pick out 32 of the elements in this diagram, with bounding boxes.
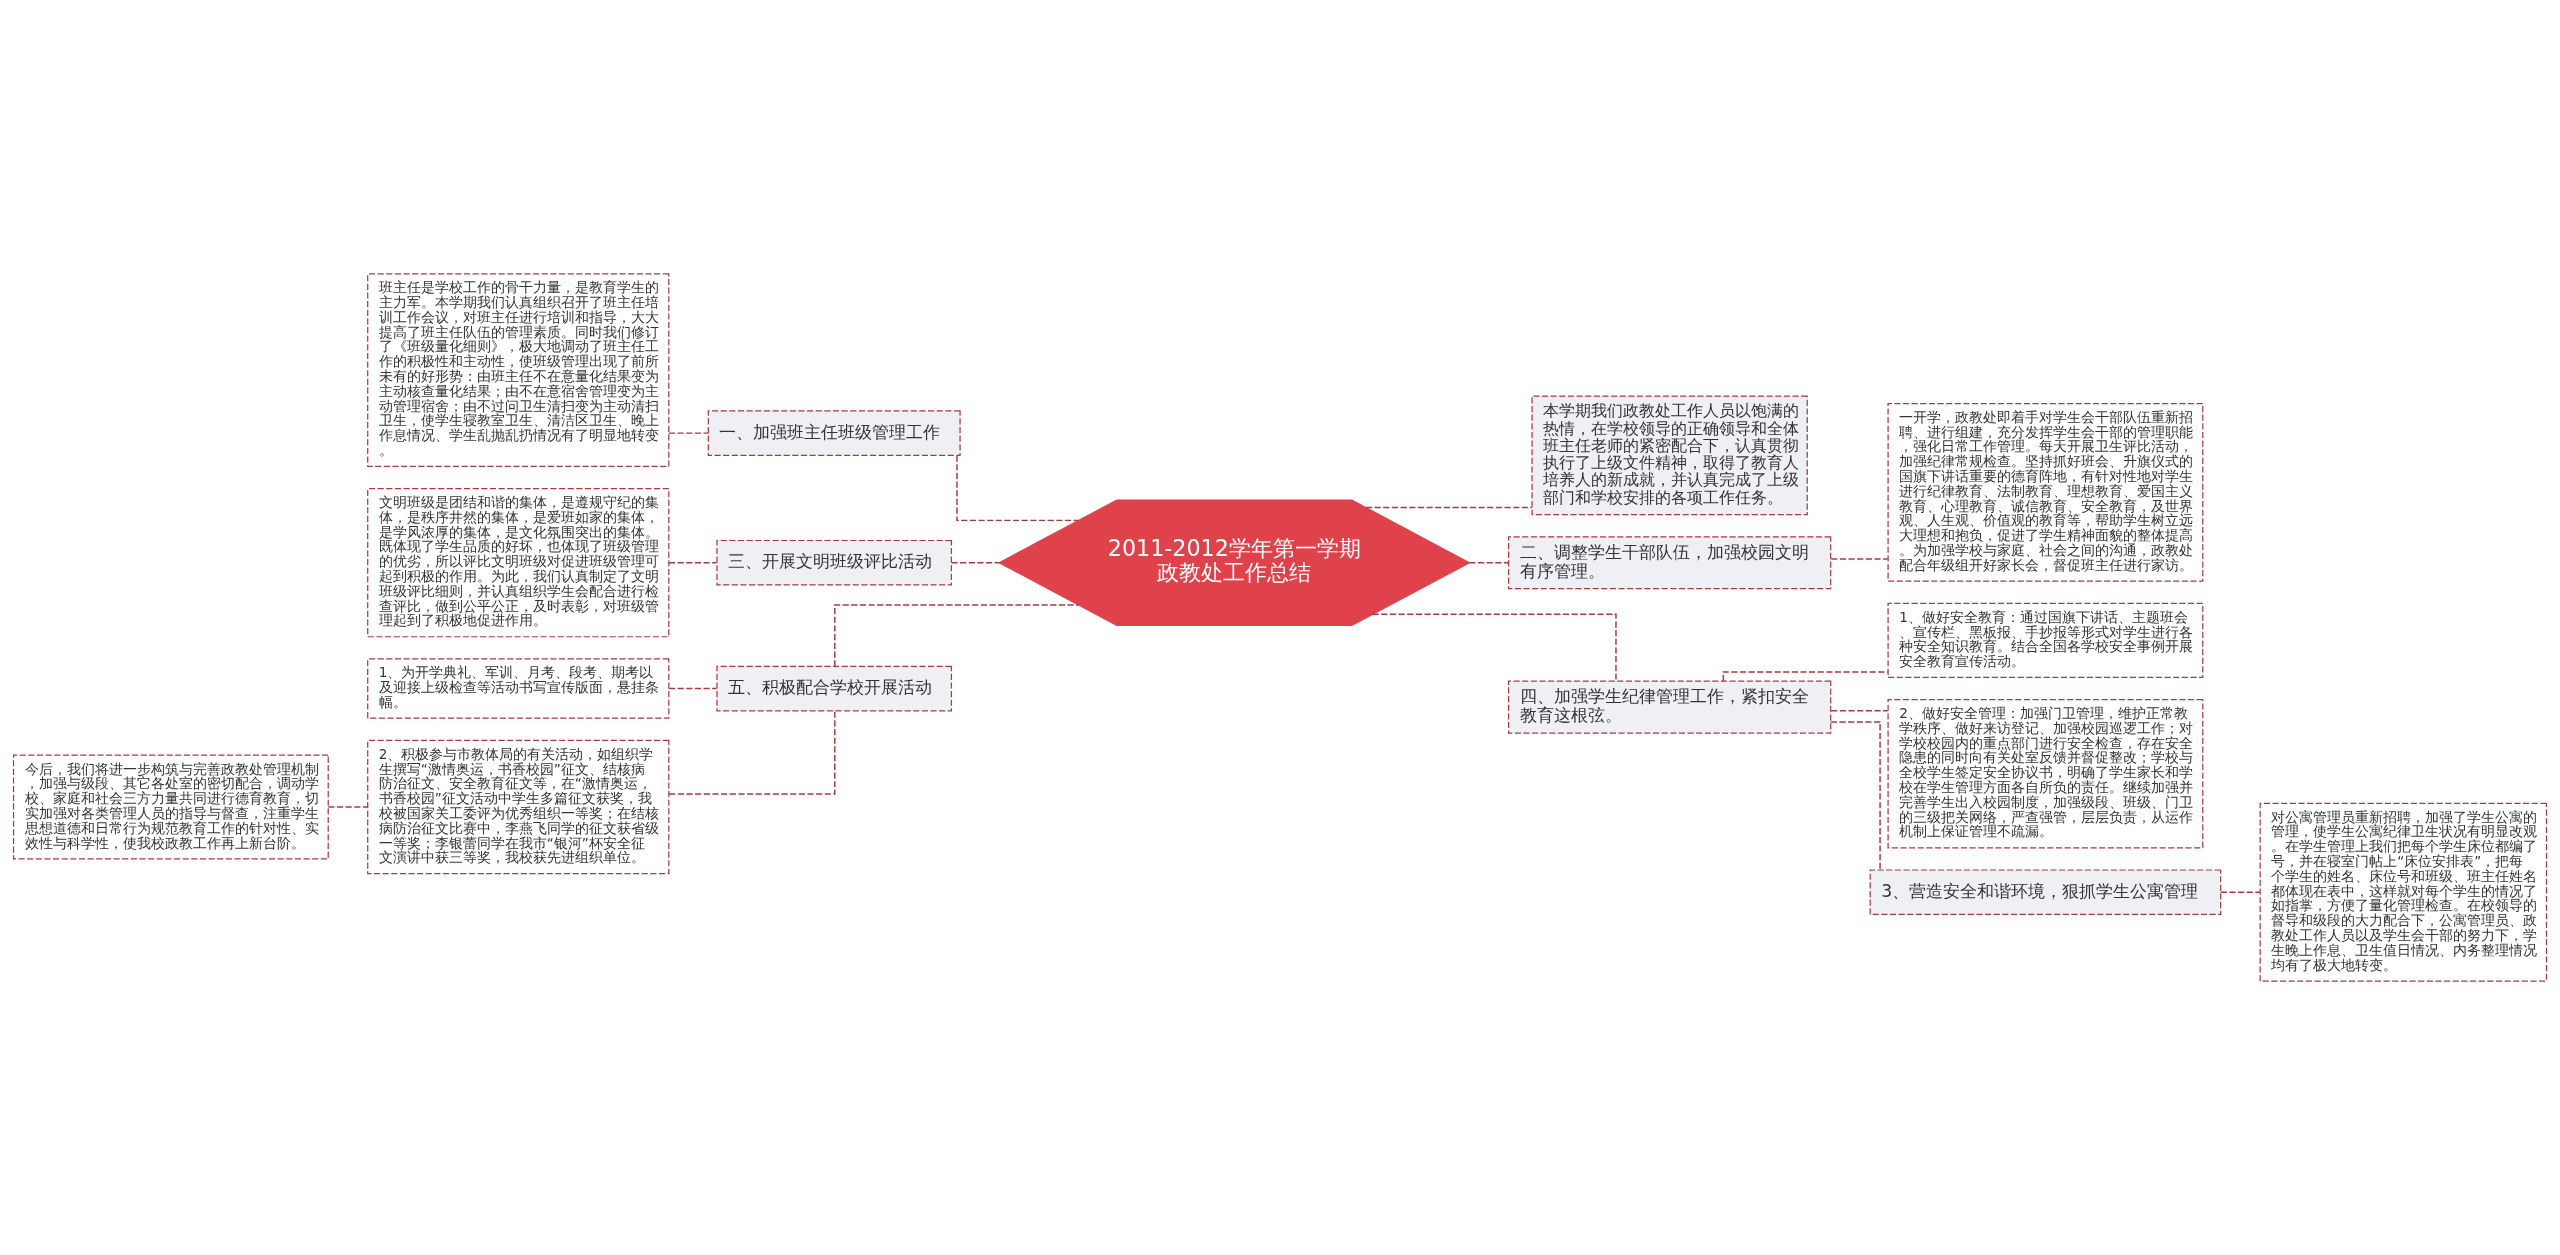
connector	[1468, 561, 1510, 564]
node-box: 1、做好安全教育：通过国旗下讲话、主题班会、宣传栏、黑板报、手抄报等形式对学生进行各种安全知识教育。结合全国各学校安全事例开展安全教育宣传活动。	[1887, 602, 2204, 679]
node-box: 对公寓管理员重新招聘，加强了学生公寓的管理，使学生公寓纪律卫生状况有明显改观。在学生管理上我们把每个学生床位都编了号，并在寝室门帖上“床位安排表”，把每个学生的姓名、床位号和班级、班主任姓名都体现在表中，这样就对每个学生的情况了如指掌，方便了量化管理检查。在校领导的督导和级段的大力配合下，公寓管理员、政教处工作人员以及学生会干部的努力下，学生晚上作息、卫生值日情况、内务整理情况均有了极大地转变。	[2259, 802, 2548, 982]
connector	[1371, 613, 1617, 682]
connector	[950, 561, 1001, 564]
connector	[1830, 558, 1889, 560]
connector	[668, 561, 718, 564]
node-box: 今后，我们将进一步构筑与完善政教处管理机制，加强与级段、其它各处室的密切配合，调动学校、家庭和社会三方力量共同进行德育教育，切实加强对各类管理人员的指导与督查，注重学生思想道德和日常行为规范教育工作的针对性、实效性与科学性，使我校政教工作再上新台阶。	[12, 754, 329, 860]
node-box: 一开学，政教处即着手对学生会干部队伍重新招聘、进行组建，充分发挥学生会干部的管理职能，强化日常工作管理。每天开展卫生评比活动，加强纪律常规检查。坚持抓好班会、升旗仪式的国旗下讲话重要的德育阵地，有针对性地对学生进行纪律教育、法制教育、理想教育、爱国主义教育、心理教育、诚信教育、安全教育，及世界观、人生观、价值观的教育等，帮助学生树立远大理想和抱负，促进了学生精神面貌的整体提高。为加强学校与家庭、社会之间的沟通，政教处配合年级组开好家长会，督促班主任进行家访。	[1887, 402, 2204, 582]
node-box: 二、调整学生干部队伍，加强校园文明有序管理。	[1508, 536, 1832, 590]
connector	[1365, 506, 1533, 509]
node-box: 文明班级是团结和谐的集体，是遵规守纪的集体，是秩序井然的集体，是爱班如家的集体，是学风浓厚的集体，是文化氛围突出的集体。既体现了学生品质的好坏，也体现了班级管理的优劣，所以评比文明班级对促进班级管理可起到积极的作用。为此，我们认真制定了文明班级评比细则，并认真组织学生会配合进行检查评比，做到公平公正，及时表彰，对班级管理起到了积极地促进作用。	[367, 488, 670, 638]
node-box: 2、积极参与市教体局的有关活动，如组织学生撰写“激情奥运，书香校园”征文、结核病防治征文、安全教育征文等，在“激情奥运，书香校园”征文活动中学生多篇征文获奖，我校被国家关工委评为优秀组织一等奖；在结核病防治征文比赛中，李燕飞同学的征文获省级一等奖；李银蕾同学在我市“银河”杯安全征文演讲中获三等奖，我校获先进组织单位。	[367, 739, 670, 875]
connector	[834, 604, 1080, 667]
connector	[668, 432, 709, 434]
node-box: 1、为开学典礼、军训、月考、段考、期考以及迎接上级检查等活动书写宣传版面，悬挂条幅。	[367, 658, 670, 719]
node-box: 本学期我们政教处工作人员以饱满的热情，在学校领导的正确领导和全体班主任老师的紧密配合下，认真贯彻执行了上级文件精神，取得了教育人培养人的新成就，并认真完成了上级部门和学校安排的各项工作任务。	[1531, 395, 1808, 516]
connector	[668, 710, 836, 795]
node-box: 三、开展文明班级评比活动	[716, 539, 953, 586]
node-box: 2、做好安全管理：加强门卫管理，维护正常教学秩序、做好来访登记、加强校园巡逻工作；对学校校园内的重点部门进行安全检查，存在安全隐患的同时向有关处室反馈并督促整改；学校与全校学生签定安全协议书，明确了学生家长和学校在学生管理方面各自所负的责任。继续加强并完善学生出入校园制度，加强级段、班级、门卫的三级把关网络，严查强管，层层负责，从运作机制上保证管理不疏漏。	[1887, 699, 2204, 849]
connector	[327, 806, 369, 808]
node-box: 3、营造安全和谐环境，狠抓学生公寓管理	[1869, 869, 2222, 916]
connector	[668, 687, 718, 690]
connector	[1830, 721, 1881, 871]
connector	[956, 454, 1080, 522]
node-box: 五、积极配合学校开展活动	[716, 665, 953, 712]
connector	[2219, 891, 2261, 893]
connector	[1830, 710, 1889, 712]
node-box: 四、加强学生纪律管理工作，紧扣安全教育这根弦。	[1508, 680, 1832, 734]
connector	[1722, 671, 1889, 682]
node-box: 一、加强班主任班级管理工作	[707, 410, 961, 456]
node-box: 班主任是学校工作的骨干力量，是教育学生的主力军。本学期我们认真组织召开了班主任培训工作会议，对班主任进行培训和指导，大大提高了班主任队伍的管理素质。同时我们修订了《班级量化细则》，极大地调动了班主任工作的积极性和主动性，使班级管理出现了前所未有的好形势：由班主任不在意量化结果变为主动核查量化结果；由不在意宿舍管理变为主动管理宿舍；由不过问卫生清扫变为主动清扫卫生，使学生寝教室卫生、清洁区卫生、晚上作息情况、学生乱抛乱扔情况有了明显地转变。	[367, 273, 670, 468]
